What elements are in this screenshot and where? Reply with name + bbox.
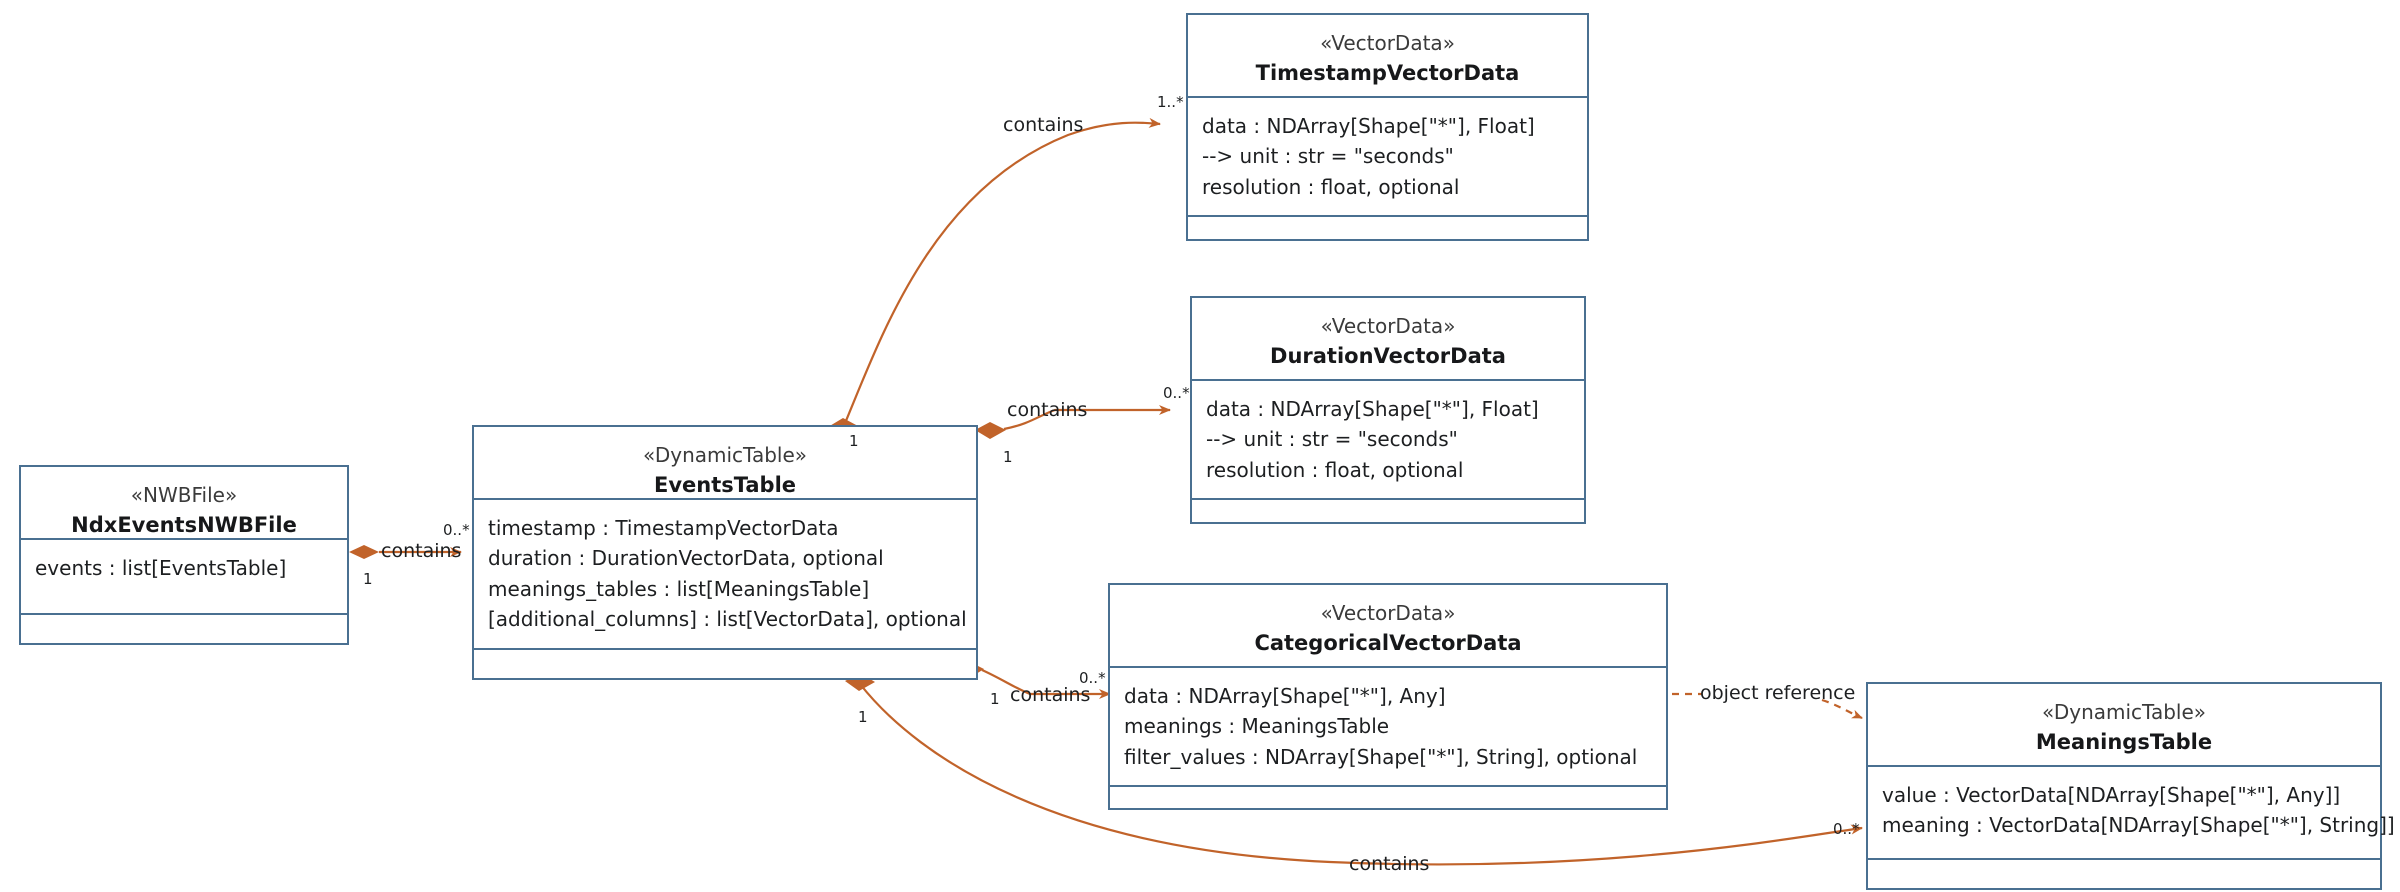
class-attributes: value : VectorData[NDArray[Shape["*"], A… (1868, 767, 2395, 860)
attribute-row: meaning : VectorData[NDArray[Shape["*"],… (1882, 813, 2395, 838)
class-box-ndx-events-nwbfile[interactable]: «NWBFile» NdxEventsNWBFile events : list… (19, 465, 349, 645)
multiplicity-target-events-meanings: 0..* (1833, 820, 1860, 838)
class-name: TimestampVectorData (1255, 61, 1520, 85)
attribute-row: events : list[EventsTable] (35, 556, 287, 580)
class-operations (1110, 787, 1666, 808)
class-attributes: data : NDArray[Shape["*"], Float] --> un… (1192, 381, 1584, 501)
attribute-row: duration : DurationVectorData, optional (488, 546, 884, 571)
attribute-row: [additional_columns] : list[VectorData],… (488, 607, 967, 632)
class-operations (474, 650, 976, 678)
class-box-events-table[interactable]: «DynamicTable» EventsTable timestamp : T… (472, 425, 978, 680)
attribute-row: --> unit : str = "seconds" (1202, 144, 1454, 169)
attribute-row: resolution : float, optional (1206, 457, 1464, 482)
class-stereotype: «VectorData» (1320, 601, 1456, 625)
class-box-meanings-table[interactable]: «DynamicTable» MeaningsTable value : Vec… (1866, 682, 2395, 890)
class-operations (21, 615, 347, 643)
attribute-row: meanings : MeaningsTable (1124, 714, 1390, 739)
class-box-categorical-vector-data[interactable]: «VectorData» CategoricalVectorData data … (1108, 583, 1668, 810)
class-header: «NWBFile» NdxEventsNWBFile (21, 467, 347, 540)
class-name: DurationVectorData (1270, 344, 1506, 368)
class-attributes: events : list[EventsTable] (21, 540, 347, 615)
attribute-row: timestamp : TimestampVectorData (488, 516, 839, 540)
multiplicity-target-nwbfile-events: 0..* (443, 521, 470, 539)
edge-label-contains-nwbfile-events: contains (381, 540, 462, 562)
edge-label-contains-events-duration: contains (1007, 399, 1088, 421)
attribute-row: value : VectorData[NDArray[Shape["*"], A… (1882, 783, 2341, 807)
multiplicity-source-events-duration: 1 (1003, 448, 1013, 466)
class-operations (1868, 860, 2380, 888)
class-stereotype: «DynamicTable» (642, 443, 808, 467)
attribute-row: --> unit : str = "seconds" (1206, 427, 1458, 452)
class-attributes: data : NDArray[Shape["*"], Any] meanings… (1110, 668, 1666, 788)
class-operations (1188, 217, 1587, 239)
attribute-row: resolution : float, optional (1202, 174, 1460, 199)
attribute-row: data : NDArray[Shape["*"], Float] (1206, 397, 1539, 421)
class-stereotype: «VectorData» (1320, 31, 1455, 55)
class-attributes: data : NDArray[Shape["*"], Float] --> un… (1188, 98, 1587, 218)
class-header: «DynamicTable» MeaningsTable (1868, 684, 2380, 767)
class-stereotype: «NWBFile» (130, 483, 238, 507)
edge-label-contains-events-timestamp: contains (1003, 114, 1084, 136)
class-name: EventsTable (653, 473, 797, 497)
attribute-row: filter_values : NDArray[Shape["*"], Stri… (1124, 744, 1638, 769)
multiplicity-source-events-timestamp: 1 (849, 432, 859, 450)
edge-label-contains-events-meanings: contains (1349, 853, 1430, 875)
attribute-row: meanings_tables : list[MeaningsTable] (488, 576, 870, 601)
attribute-row: data : NDArray[Shape["*"], Float] (1202, 114, 1535, 138)
class-box-timestamp-vector-data[interactable]: «VectorData» TimestampVectorData data : … (1186, 13, 1589, 241)
class-header: «VectorData» DurationVectorData (1192, 298, 1584, 381)
class-name: CategoricalVectorData (1254, 631, 1522, 655)
class-stereotype: «DynamicTable» (2041, 700, 2207, 724)
multiplicity-source-nwbfile-events: 1 (363, 570, 373, 588)
multiplicity-target-events-timestamp: 1..* (1157, 93, 1184, 111)
class-stereotype: «VectorData» (1320, 314, 1456, 338)
multiplicity-target-events-categorical: 0..* (1079, 669, 1106, 687)
multiplicity-source-events-meanings: 1 (858, 708, 868, 726)
class-name: MeaningsTable (2035, 730, 2213, 754)
class-header: «VectorData» CategoricalVectorData (1110, 585, 1666, 668)
multiplicity-source-events-categorical: 1 (990, 690, 1000, 708)
class-operations (1192, 500, 1584, 522)
edge-label-contains-events-categorical: contains (1010, 684, 1091, 706)
edge-label-object-reference: object reference (1700, 682, 1856, 704)
attribute-row: data : NDArray[Shape["*"], Any] (1124, 684, 1446, 708)
class-box-duration-vector-data[interactable]: «VectorData» DurationVectorData data : N… (1190, 296, 1586, 524)
multiplicity-target-events-duration: 0..* (1163, 384, 1190, 402)
edge-eventstable-to-timestampvectordata (828, 117, 1161, 436)
class-header: «VectorData» TimestampVectorData (1188, 15, 1587, 98)
class-header: «DynamicTable» EventsTable (474, 427, 976, 500)
class-name: NdxEventsNWBFile (71, 513, 297, 537)
class-attributes: timestamp : TimestampVectorData duration… (474, 500, 976, 650)
